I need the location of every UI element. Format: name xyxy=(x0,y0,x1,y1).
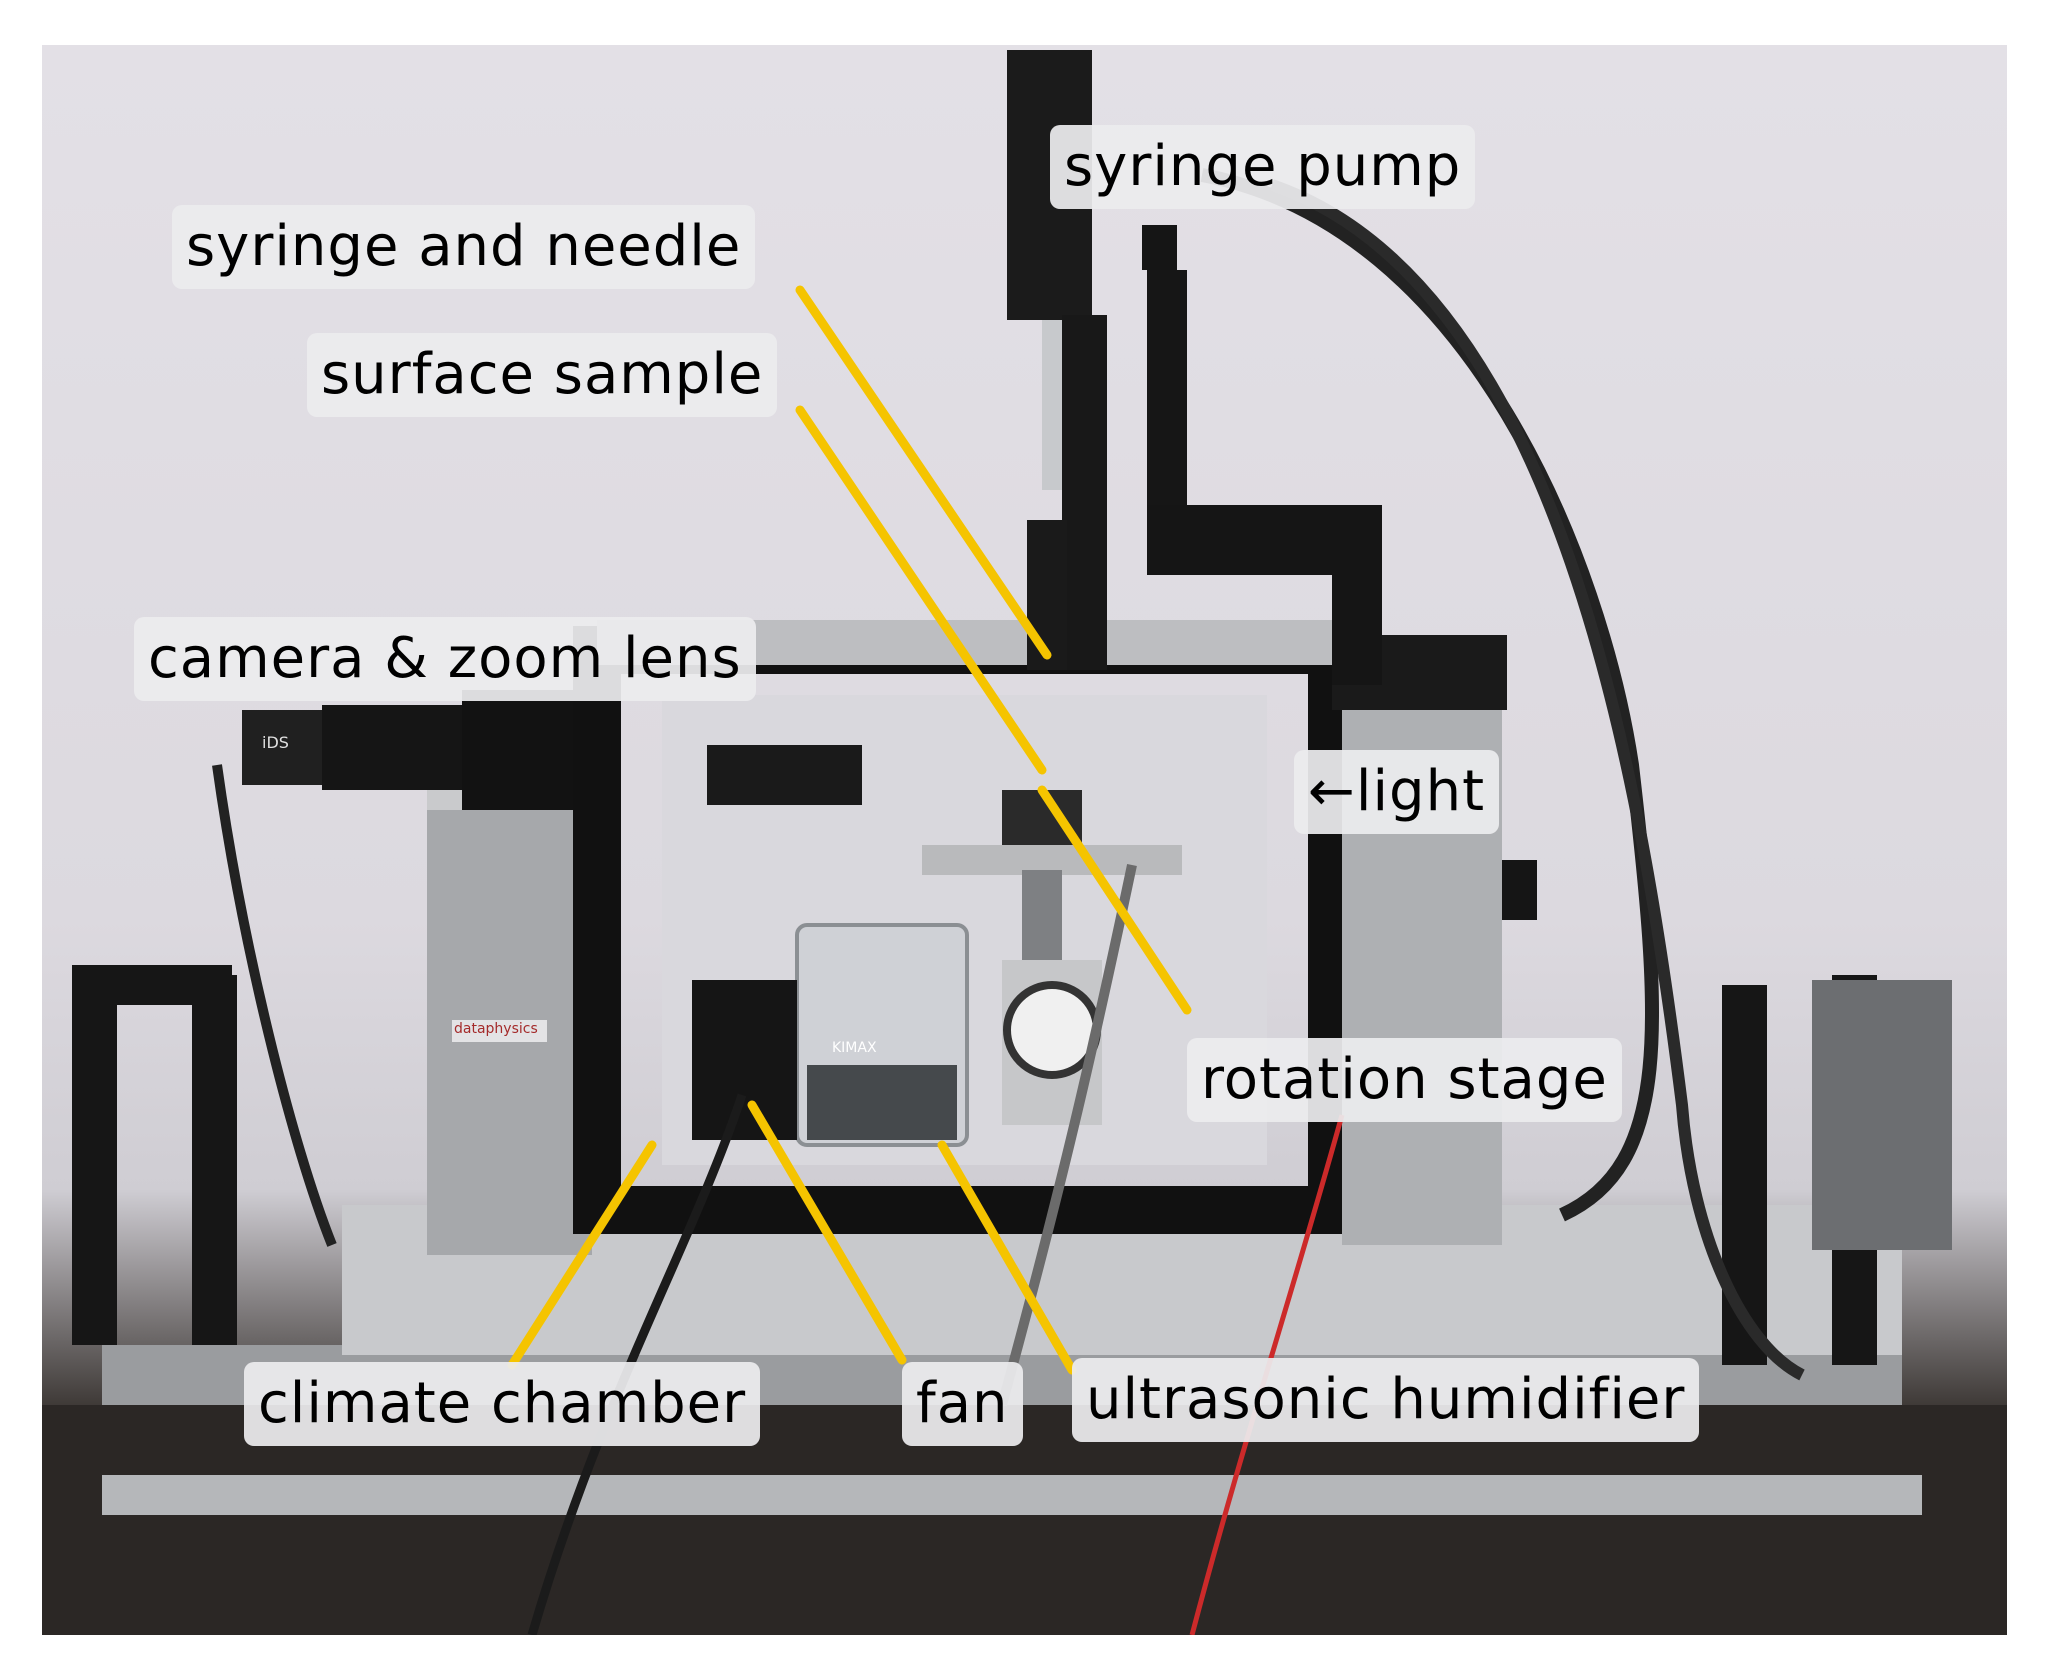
label-syringe-and-needle: syringe and needle xyxy=(172,205,756,289)
light-tower xyxy=(1342,645,1502,1245)
label-climate-chamber: climate chamber xyxy=(244,1362,761,1446)
apparatus-illustration xyxy=(42,50,2007,1635)
base-rail-front xyxy=(102,1475,1922,1515)
label-fan: fan xyxy=(902,1362,1023,1446)
callout-line-humidifier xyxy=(937,1140,1077,1375)
callout-line-surface-sample xyxy=(795,405,1047,775)
callout-line-rotation-stage xyxy=(1037,785,1192,1015)
label-light: ←light xyxy=(1294,750,1500,834)
label-camera-zoom-lens: camera & zoom lens xyxy=(134,617,756,701)
camera-body xyxy=(242,710,322,785)
apparatus-photo: dataphysics iDS KIMAX syringe pump syrin… xyxy=(42,45,2007,1635)
callout-line-climate-chamber xyxy=(507,1140,657,1370)
fan-unit xyxy=(692,980,797,1140)
camera-tower xyxy=(427,765,592,1255)
device-brand-text: dataphysics xyxy=(454,1021,538,1037)
label-syringe-pump: syringe pump xyxy=(1050,125,1476,209)
label-surface-sample: surface sample xyxy=(307,333,778,417)
camera-brand-text: iDS xyxy=(262,733,289,752)
callout-line-syringe xyxy=(795,285,1052,660)
beaker-text: KIMAX xyxy=(832,1040,877,1056)
callout-line-fan xyxy=(747,1100,907,1365)
label-rotation-stage: rotation stage xyxy=(1187,1038,1622,1122)
label-ultrasonic-humidifier: ultrasonic humidifier xyxy=(1072,1358,1700,1442)
callout-lines xyxy=(507,285,1192,1375)
